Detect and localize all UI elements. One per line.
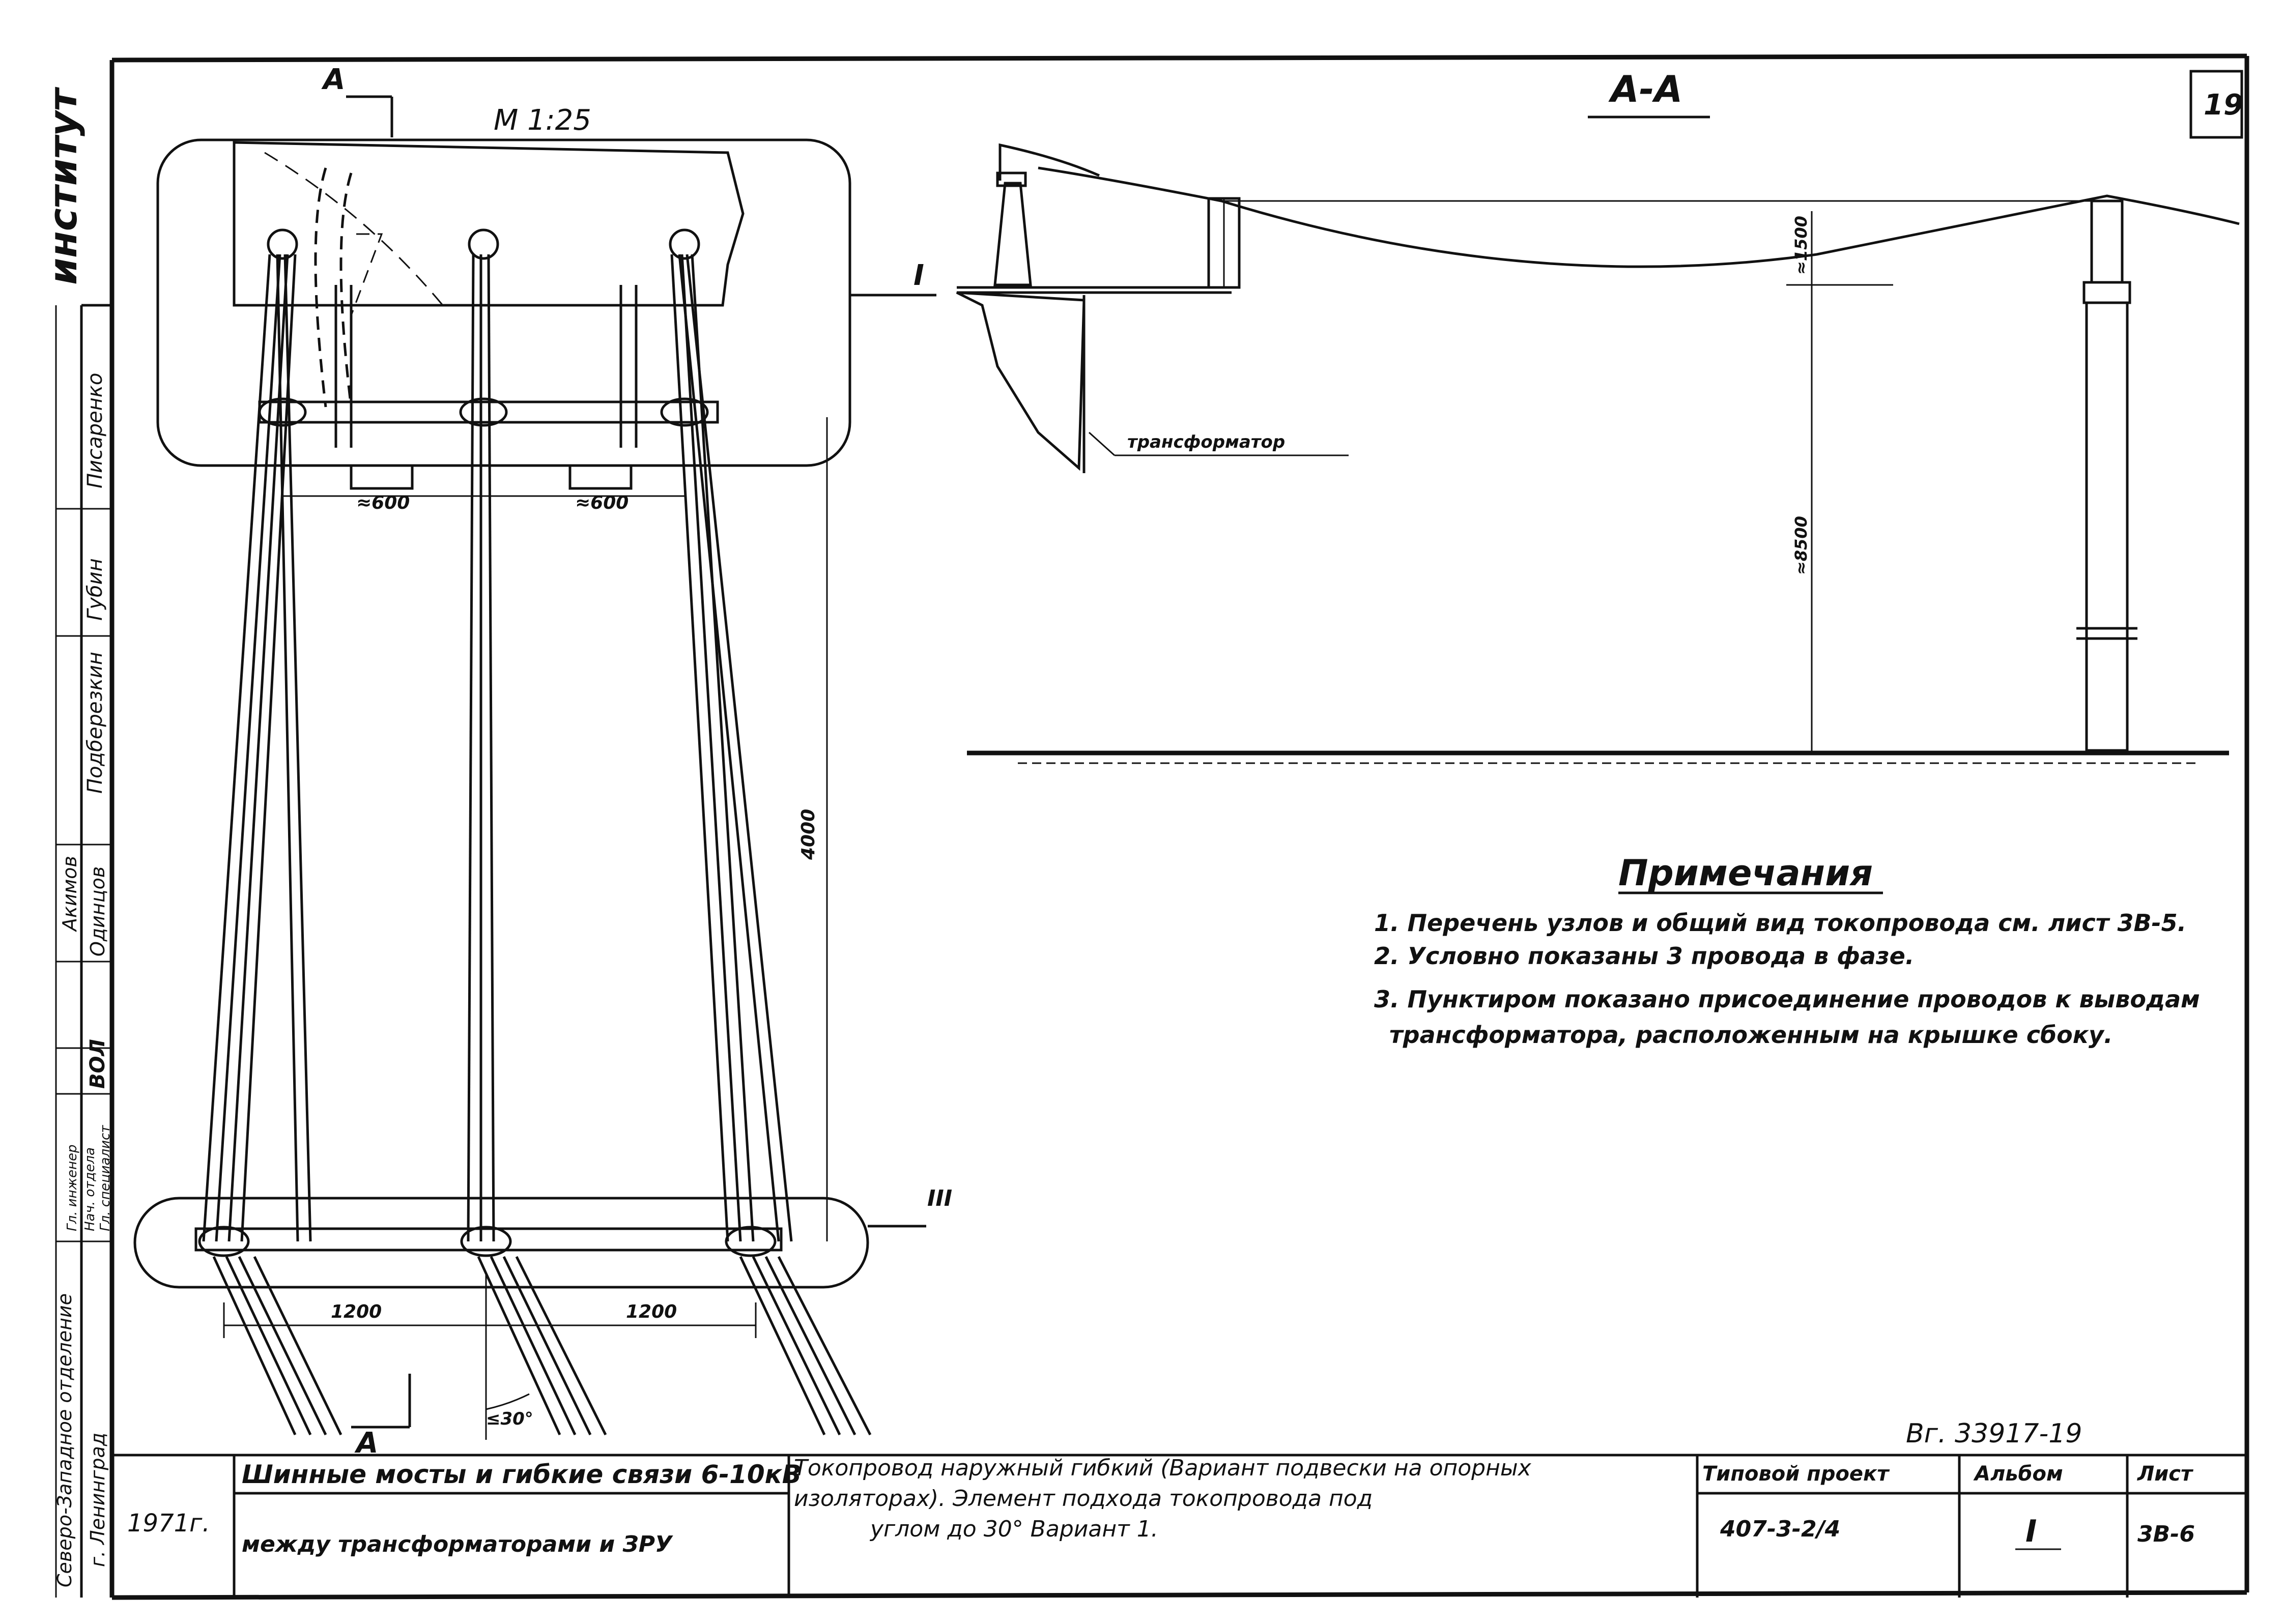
dim-sag: ≈1500 xyxy=(1791,216,1811,275)
sheet-label: Лист xyxy=(2137,1462,2194,1486)
role-2: Нач. отдела xyxy=(82,1147,98,1231)
signature-1: Писаренко xyxy=(83,373,107,488)
note-line-3: 3. Пунктиром показано присоединение пров… xyxy=(1374,985,2200,1013)
album-label: Альбом xyxy=(1973,1462,2063,1486)
signature-2: Губин xyxy=(83,558,107,621)
left-stamp-strip: институт Писаренко Губин Подберезкин Аки… xyxy=(40,86,113,1598)
section-title: A-A xyxy=(1608,68,1682,110)
node-label-top: I xyxy=(913,259,924,292)
section-view: A-A трансформатор ≈1500 ≈85 xyxy=(956,68,2240,764)
project-label: Типовой проект xyxy=(1702,1462,1890,1486)
dim-height: ≈8500 xyxy=(1791,516,1811,575)
org-branch: Северо-Западное отделение xyxy=(53,1293,76,1587)
section-marker-top: A xyxy=(321,63,345,96)
dim-1200-right: 1200 xyxy=(626,1301,677,1322)
node-I-outline xyxy=(156,138,851,467)
notes-block: Примечания 1. Перечень узлов и общий вид… xyxy=(1374,852,2200,1049)
role-3: Гл. специалист xyxy=(98,1125,113,1231)
notes-heading: Примечания xyxy=(1618,852,1873,894)
signature-5: Одинцов xyxy=(87,866,109,956)
dim-600-left: ≈600 xyxy=(356,492,410,513)
node-III-outline xyxy=(133,1197,869,1289)
note-line-2: 2. Условно показаны 3 провода в фазе. xyxy=(1374,942,1914,970)
transformer-label: трансформатор xyxy=(1127,432,1285,452)
dim-4000: 4000 xyxy=(798,809,819,860)
drawing-title-line-1: Токопровод наружный гибкий (Вариант подв… xyxy=(794,1455,1532,1481)
drawing-title-line-3: углом до 30° Вариант 1. xyxy=(869,1516,1158,1542)
inventory-number: Вг. 33917-19 xyxy=(1906,1418,2082,1449)
title-block: 1971г. Шинные мосты и гибкие связи 6-10к… xyxy=(112,1454,2247,1598)
note-line-1: 1. Перечень узлов и общий вид токопровод… xyxy=(1374,909,2186,937)
node-label-bottom: III xyxy=(927,1185,952,1211)
note-line-4: трансформатора, расположенным на крышке … xyxy=(1389,1021,2112,1049)
signature-3: Подберезкин xyxy=(83,652,107,794)
sheet-number-box: 19 xyxy=(2189,70,2243,139)
signature-6: ВОЛ xyxy=(86,1039,109,1089)
role-1: Гл. инженер xyxy=(65,1145,80,1231)
album-title-line-1: Шинные мосты и гибкие связи 6-10кВ xyxy=(242,1460,802,1489)
dim-600-right: ≈600 xyxy=(575,492,629,513)
angle-label: ≤30° xyxy=(486,1409,533,1429)
signature-4: Акимов xyxy=(59,856,81,933)
scale-label: M 1:25 xyxy=(494,104,591,137)
sheet-frame xyxy=(109,53,2249,1600)
dim-1200-left: 1200 xyxy=(331,1301,382,1322)
project-number: 407-3-2/4 xyxy=(1720,1516,1840,1542)
sheet-number: 19 xyxy=(2204,89,2243,122)
sheet-code: 3В-6 xyxy=(2137,1521,2195,1547)
drawing-title-line-2: изоляторах). Элемент подхода токопровода… xyxy=(794,1486,1373,1512)
org-name: институт xyxy=(40,86,85,285)
album-number: I xyxy=(2025,1514,2037,1549)
album-title-line-2: между трансформаторами и ЗРУ xyxy=(242,1531,673,1557)
org-city: г. Ленинград xyxy=(87,1433,109,1567)
year: 1971г. xyxy=(127,1509,210,1538)
plan-view: A M 1:25 I ≈600 ≈600 xyxy=(133,63,952,1460)
